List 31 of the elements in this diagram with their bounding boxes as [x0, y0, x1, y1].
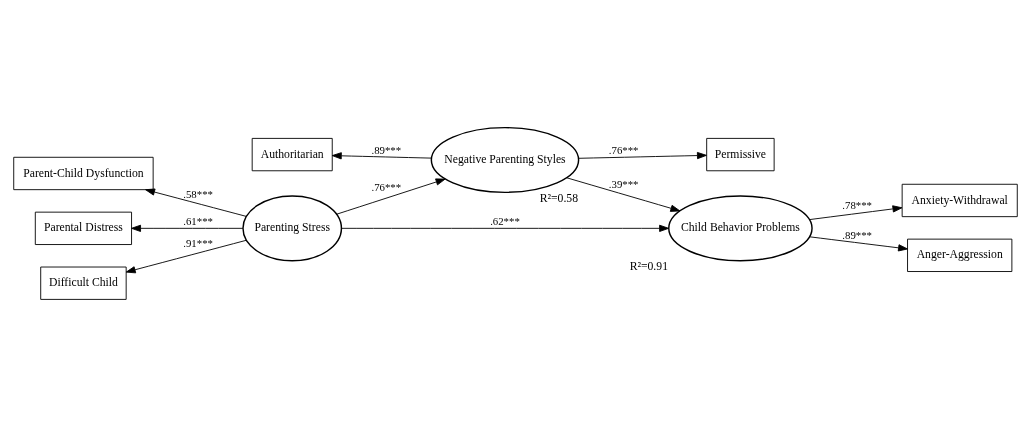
node-box: Parental Distress	[34, 211, 132, 245]
edge-label: .61***	[183, 214, 213, 227]
arrow	[331, 151, 432, 159]
node-label: R²=0.58	[539, 191, 579, 205]
edge-label: .89***	[842, 228, 872, 241]
node-label: R²=0.91	[629, 259, 668, 273]
node-box: Anger-Aggression	[907, 238, 1013, 272]
arrow	[566, 176, 681, 212]
node-ellipse: Parenting Stress	[242, 194, 343, 261]
edge-label: .76***	[371, 180, 402, 193]
arrow	[578, 151, 707, 159]
node-box: Difficult Child	[40, 266, 127, 300]
node-box: Permissive	[706, 137, 775, 171]
arrow	[131, 224, 244, 232]
arrow	[809, 235, 908, 251]
edge-label: .58***	[183, 187, 213, 200]
arrow	[125, 239, 247, 273]
edge-label: .76***	[608, 143, 639, 156]
arrow	[336, 177, 446, 215]
node-box: Anxiety-Withdrawal	[901, 183, 1018, 217]
node-box: Parent-Child Dysfunction	[13, 156, 154, 190]
edge-label: .39***	[608, 177, 639, 189]
node-ellipse: Negative Parenting Styles	[430, 126, 580, 193]
arrow	[341, 224, 670, 232]
node-box: Authoritarian	[251, 137, 333, 171]
edge-label: .89***	[371, 143, 402, 156]
edge-label: .91***	[183, 236, 213, 249]
edge-label: .62***	[490, 214, 520, 227]
edge-label: .78***	[842, 198, 872, 211]
arrow	[809, 204, 903, 220]
arrow	[145, 188, 247, 217]
